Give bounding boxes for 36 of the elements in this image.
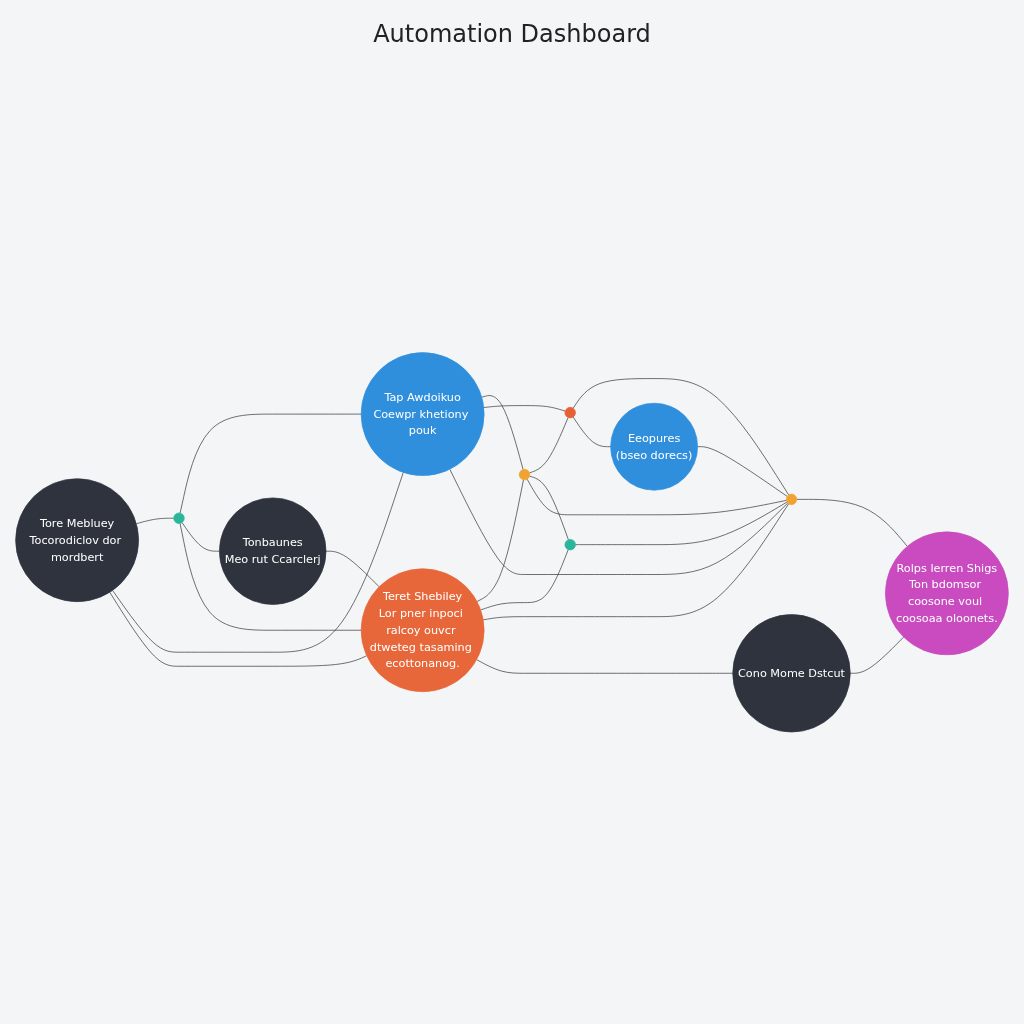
connector — [529, 475, 569, 540]
node-circle — [564, 406, 576, 418]
connector — [480, 548, 569, 610]
connector — [109, 591, 368, 667]
connector — [481, 394, 524, 470]
connector — [697, 446, 788, 497]
connector — [179, 413, 362, 514]
connector — [179, 522, 362, 631]
node-circle — [564, 538, 576, 550]
diagram-title: Automation Dashboard — [372, 20, 652, 48]
node-circle — [173, 512, 185, 524]
node-circle: Eeopures (bseo dorecs) — [610, 402, 698, 491]
node-circle: Teret Shebiley Lor pner inpoci ralcoy ouvcr dtweteg tasaming ecottonanog. — [360, 568, 485, 692]
connector — [849, 636, 904, 674]
connector — [325, 550, 380, 587]
connector — [483, 404, 566, 412]
node-circle — [518, 468, 531, 480]
connector — [449, 468, 789, 575]
connector — [572, 416, 611, 447]
connector — [529, 416, 569, 473]
node-circle: Tap Awdoikuo Coewpr khetiony pouk — [360, 351, 485, 476]
connector — [572, 377, 790, 495]
node-circle: Tore Mebluey Tocorodiclov dor mordbert — [15, 478, 139, 602]
connector — [575, 501, 788, 545]
node-circle — [785, 493, 798, 505]
connector — [526, 478, 787, 515]
node-circle: Tonbaunes Meo rut Ccarclerj — [219, 497, 327, 605]
connector — [112, 471, 404, 653]
node-circle: Cono Mome Dstcut — [732, 613, 851, 733]
connector — [181, 521, 220, 552]
connector — [482, 503, 789, 620]
connector — [476, 658, 734, 674]
node-circle: Rolps lerren Shigs Ton bdomsor coosone voul coosoaa oloonets. — [885, 531, 1009, 655]
connector — [476, 479, 524, 602]
connector — [136, 517, 175, 524]
connector — [796, 498, 908, 547]
